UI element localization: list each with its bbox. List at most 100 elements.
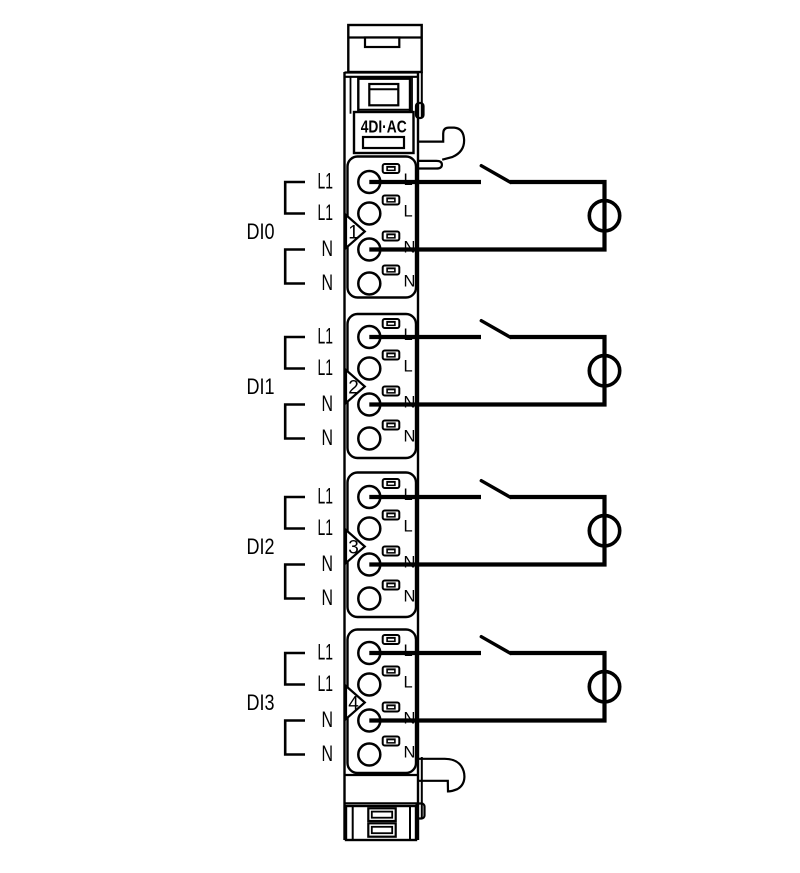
channel-marker-triangle [344,527,367,566]
n-wire [369,179,607,252]
bus-contact-stub-top [414,101,425,120]
terminal-circle [357,586,382,611]
actuation-slot-slit [387,269,395,272]
top-locking-clamp [349,76,413,115]
supply-label: L1 [318,169,334,194]
jumper-bracket [283,180,305,215]
module-label: 4DI·AC [361,117,407,137]
terminal-circle [357,516,382,541]
actuation-slot-slit [387,354,395,357]
terminal-label: L [404,642,413,660]
io-module: 4DI·AC [343,23,466,842]
module-label-plate: 4DI·AC [352,110,415,155]
lamp-icon [587,513,622,548]
bottom-locking-clamp [344,804,418,842]
supply-label: L1 [318,200,334,225]
terminal-circle [357,271,382,296]
jumper-bracket [283,563,305,600]
terminal-label: L [404,203,413,221]
actuation-slot-slit [387,390,395,393]
switch-icon [479,479,513,500]
channel-label: DI3 [247,690,275,715]
terminal-circle [357,324,382,350]
terminal-label: N [404,744,416,762]
supply-label: N [322,270,334,295]
terminal-circle [357,672,382,697]
supply-label: N [322,391,334,416]
terminal-circle [357,356,382,381]
terminal-label: N [404,588,416,606]
jumper-bracket [283,651,305,686]
actuation-slot-slit [387,514,395,517]
jumper-bracket [283,495,305,530]
actuation-slot-slit [387,550,395,553]
terminal-label: N [404,273,416,291]
supply-label: N [322,425,334,450]
channel-label: DI0 [247,219,275,244]
supply-label: L1 [318,484,334,509]
jumper-bracket [283,403,305,440]
jumper-bracket [283,248,305,285]
terminal-circle [357,237,382,262]
channel-marker-number: 4 [348,693,359,714]
terminal-circle [357,708,382,733]
supply-label: N [322,585,334,610]
label-plate-slot [361,135,406,150]
switch-icon [479,319,513,340]
channel-marker-number: 2 [348,377,359,398]
terminal-label: L [404,171,413,189]
supply-label: N [322,741,334,766]
actuation-slot-slit [387,235,395,238]
terminal-circle [357,640,382,666]
channel-label: DI2 [247,534,275,559]
din-release-tab [347,23,423,74]
terminal-circle [357,742,382,767]
channel-label: DI1 [247,374,275,399]
terminal-circle [357,392,382,417]
actuation-slot-slit [387,740,395,743]
actuation-slot-slit [387,638,395,641]
din-hook-top [418,126,466,170]
channel-marker-triangle [344,683,367,722]
switch-icon [479,635,513,656]
terminal-circle [357,201,382,226]
terminal-circle [357,552,382,577]
terminal-label: L [404,486,413,504]
lamp-icon [587,353,622,388]
switch-icon [479,163,513,185]
terminal-label: N [404,710,416,728]
supply-label: N [322,236,334,261]
jumper-bracket [283,719,305,756]
jumper-bracket [283,335,305,370]
terminal-label: N [404,554,416,572]
supply-label: L1 [318,671,334,696]
supply-label: N [322,707,334,732]
di-channels: LLNN1L1L1NNDI0LLNN2L1L1NNDI1LLNN3L1L1NND… [247,155,622,775]
n-wire [369,494,607,567]
supply-label: L1 [318,515,334,540]
terminal-label: L [404,326,413,344]
channel-marker-triangle [344,212,367,251]
terminal-label: N [404,428,416,446]
terminal-circle [357,484,382,510]
actuation-slot-slit [387,199,395,202]
terminal-circle [357,169,382,195]
supply-label: L1 [318,324,334,349]
terminal-label: L [404,358,413,376]
terminal-label: N [404,394,416,412]
supply-label: L1 [318,640,334,665]
terminal-label: L [404,674,413,692]
actuation-slot-slit [387,424,395,427]
din-hook-bottom [418,757,466,793]
lamp-icon [587,198,622,233]
terminal-label: N [404,239,416,257]
channel-marker-number: 3 [348,537,359,558]
channel-marker-number: 1 [348,222,359,243]
lamp-icon [587,669,622,704]
